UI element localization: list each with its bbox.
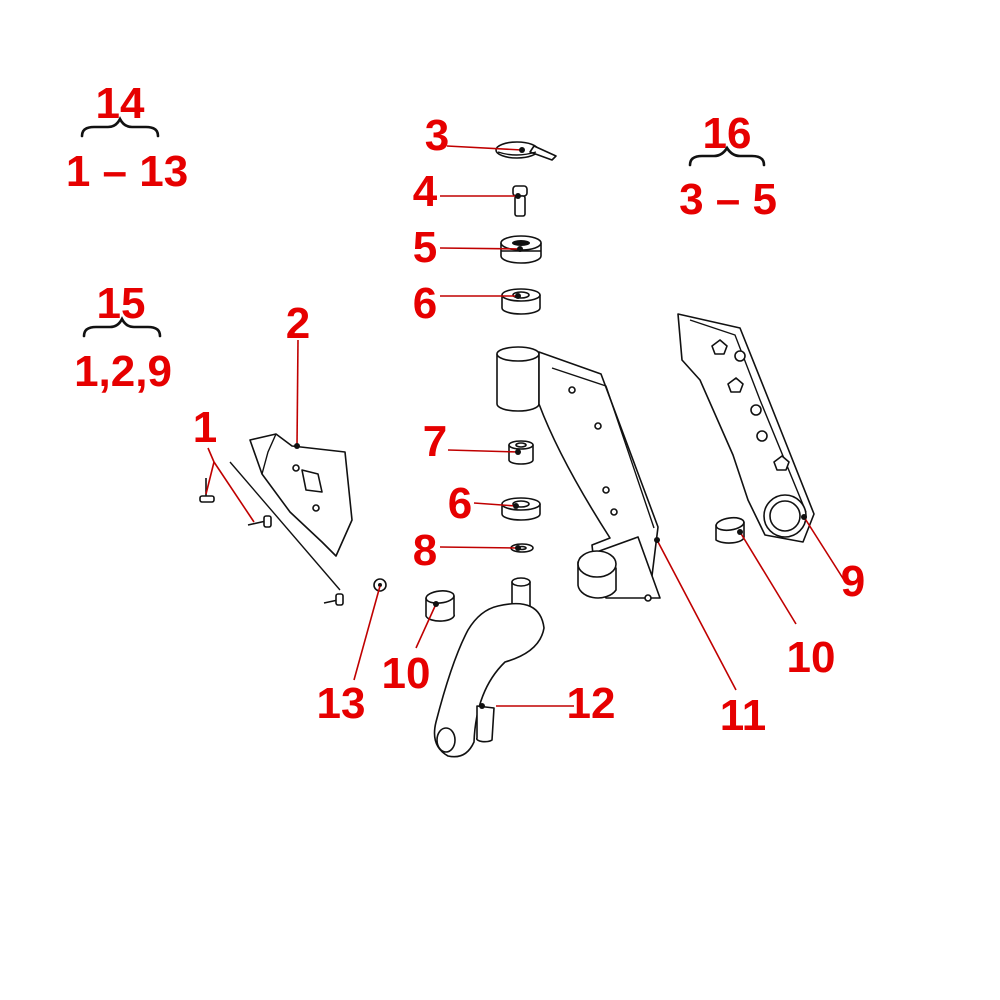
callout-1: 1 [193, 403, 217, 452]
curly-brace-icon [82, 316, 162, 338]
group-range: 1 – 13 [66, 147, 188, 196]
callout-7: 7 [423, 417, 447, 466]
callouts: 1 2 3 4 5 6 7 6 8 9 10 10 11 12 13 [193, 111, 865, 740]
group-number: 16 [703, 109, 752, 158]
callout-9: 9 [841, 557, 865, 606]
callout-5: 5 [413, 223, 437, 272]
callout-6-lower: 6 [448, 479, 472, 528]
callout-2: 2 [286, 299, 310, 348]
leader-line [473, 502, 517, 507]
group-15: 15 1,2,9 [74, 279, 172, 396]
bearing [500, 235, 542, 264]
callout-3: 3 [425, 111, 449, 160]
group-range: 1,2,9 [74, 347, 172, 396]
callout-11: 11 [720, 691, 767, 740]
callout-10-left: 10 [382, 649, 431, 698]
callout-12: 12 [567, 679, 616, 728]
leader-line [739, 531, 797, 625]
bushing [501, 497, 541, 521]
leader-line [656, 539, 737, 691]
bolt [512, 185, 528, 217]
leader-line [415, 603, 437, 649]
leader-line [439, 247, 521, 250]
leader-lines [205, 145, 845, 707]
callout-10-right: 10 [787, 633, 836, 682]
guard-plate [249, 433, 353, 557]
screw [199, 478, 215, 503]
callout-6-upper: 6 [413, 279, 437, 328]
callout-4: 4 [413, 167, 438, 216]
leader-line [439, 546, 519, 549]
leader-line [207, 447, 215, 463]
leader-line [803, 516, 845, 581]
leader-line [447, 449, 519, 453]
leader-line [213, 461, 255, 523]
curly-brace-icon [80, 116, 160, 138]
curly-brace-icon [688, 145, 766, 167]
bushing [501, 288, 541, 315]
cam-lever [495, 141, 557, 161]
nut [373, 578, 387, 592]
group-14: 14 1 – 13 [66, 79, 188, 196]
leader-line [446, 145, 523, 151]
bushing [425, 590, 455, 622]
callout-13: 13 [317, 679, 366, 728]
screw [247, 515, 272, 528]
sleeve [508, 440, 534, 465]
screw [323, 593, 344, 606]
leader-dots [294, 147, 807, 709]
group-range: 3 – 5 [679, 175, 777, 224]
main-arm [496, 346, 661, 602]
lower-arm [433, 577, 545, 758]
leader-line [353, 585, 381, 681]
leader-line [205, 461, 215, 495]
group-16: 16 3 – 5 [679, 109, 777, 224]
assembly-guide-line [229, 461, 341, 591]
callout-8: 8 [413, 526, 437, 575]
leader-line [296, 339, 299, 447]
side-plate [677, 313, 815, 543]
bushing [715, 516, 745, 544]
